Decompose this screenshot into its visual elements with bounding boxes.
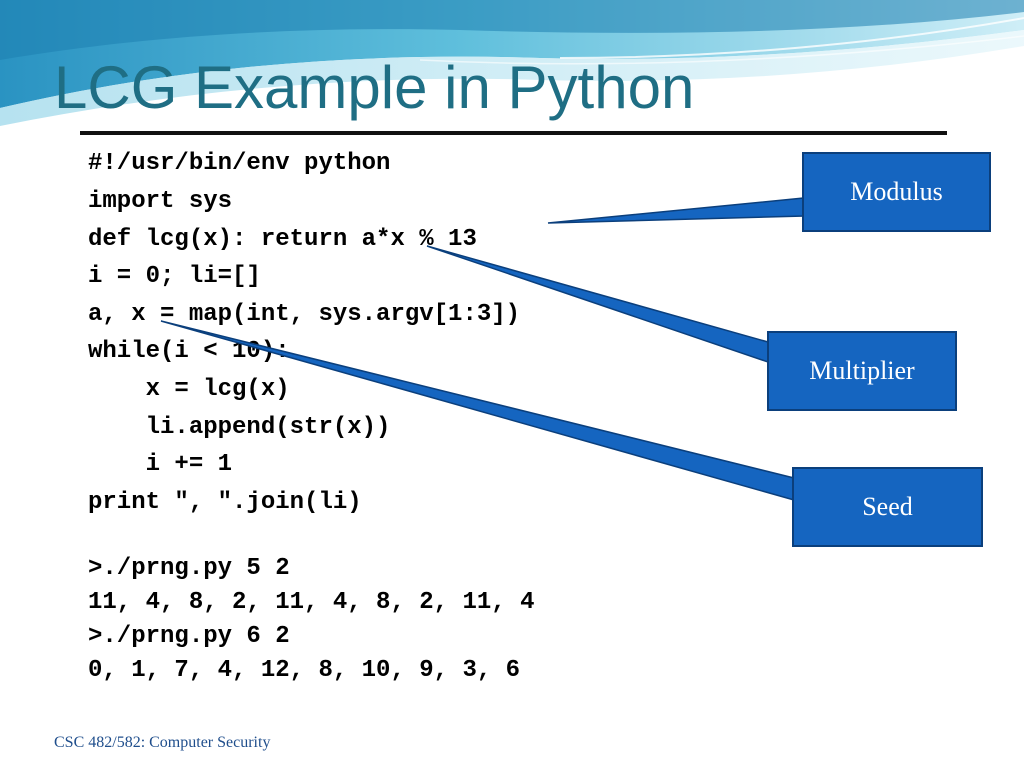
code-line: x = lcg(x): [88, 376, 290, 403]
code-line: i += 1: [88, 451, 233, 478]
code-line: def lcg(x): return a*x % 13: [88, 226, 477, 253]
title-underline: [80, 131, 947, 135]
slide-title: LCG Example in Python: [54, 54, 695, 121]
code-line: while(i < 10):: [88, 338, 290, 365]
code-line: import sys: [88, 188, 233, 215]
multiplier-callout: Multiplier: [767, 331, 957, 411]
modulus-callout: Modulus: [802, 152, 991, 232]
slide-footer: CSC 482/582: Computer Security: [54, 734, 271, 751]
code-line: print ", ".join(li): [88, 489, 362, 516]
modulus-pointer: [547, 197, 805, 224]
code-line: li.append(str(x)): [88, 414, 391, 441]
seed-callout: Seed: [792, 467, 983, 547]
code-line: #!/usr/bin/env python: [88, 150, 391, 177]
multiplier-pointer: [426, 245, 769, 364]
output-line: 0, 1, 7, 4, 12, 8, 10, 9, 3, 6: [88, 657, 521, 684]
code-line: a, x = map(int, sys.argv[1:3]): [88, 301, 521, 328]
header-wave-decoration: [0, 0, 1024, 126]
output-line: 11, 4, 8, 2, 11, 4, 8, 2, 11, 4: [88, 589, 535, 616]
code-line: i = 0; li=[]: [88, 263, 261, 290]
output-line: >./prng.py 5 2: [88, 555, 290, 582]
output-line: >./prng.py 6 2: [88, 623, 290, 650]
seed-pointer: [160, 320, 795, 501]
